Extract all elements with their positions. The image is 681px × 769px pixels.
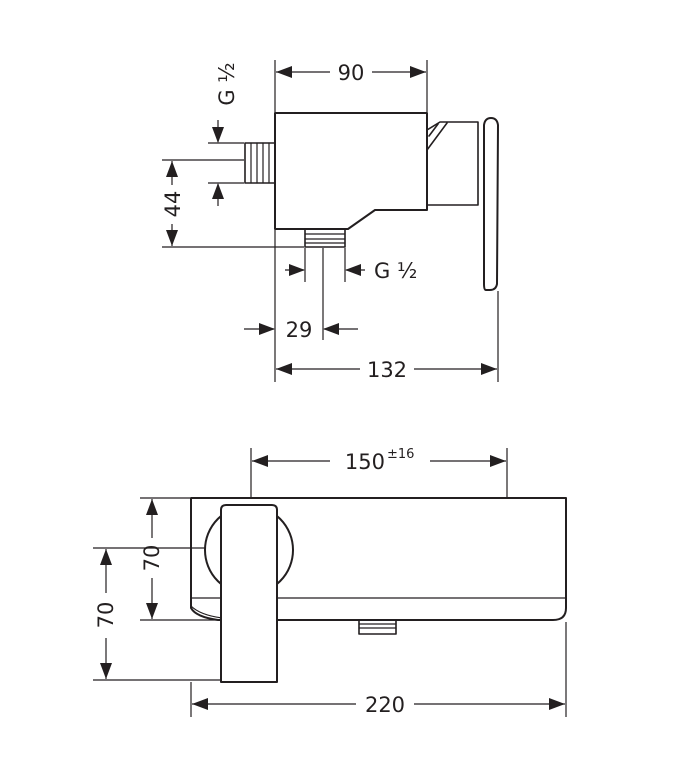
mixer-body-side bbox=[274, 112, 428, 230]
dim-depth-label: 132 bbox=[367, 358, 407, 382]
front-view: 150 ±16 70 70 220 bbox=[93, 447, 567, 717]
dim-lever-height-label: 70 bbox=[140, 545, 164, 572]
dim-height-label: 44 bbox=[161, 191, 185, 218]
inlet-connector bbox=[244, 142, 276, 184]
outlet-thread-label: G ½ bbox=[374, 259, 417, 283]
outlet-connector bbox=[304, 228, 346, 248]
lever-side bbox=[426, 117, 499, 291]
dim-outlet-thread: G ½ bbox=[285, 259, 417, 283]
dim-centers-tolerance: ±16 bbox=[387, 447, 414, 462]
dim-centers-150: 150 ±16 bbox=[252, 447, 506, 474]
side-view: 90 G ½ 44 G ½ bbox=[161, 60, 499, 382]
dim-offset-label: 29 bbox=[286, 318, 313, 342]
dim-width-90: 90 bbox=[276, 61, 426, 85]
dim-width-label: 90 bbox=[338, 61, 365, 85]
dim-offset-29: 29 bbox=[244, 318, 358, 342]
mixer-body-front bbox=[190, 497, 567, 621]
outlet-nozzle bbox=[358, 619, 397, 635]
dim-outlet-height-70: 70 bbox=[94, 549, 118, 679]
dim-inlet-thread: G ½ bbox=[212, 62, 239, 206]
dim-width-220-label: 220 bbox=[365, 693, 405, 717]
dim-width-220: 220 bbox=[192, 693, 565, 717]
dim-height-44: 44 bbox=[161, 161, 185, 246]
lever-front bbox=[220, 504, 278, 683]
dim-depth-132: 132 bbox=[276, 358, 497, 382]
dim-centers-label: 150 bbox=[345, 450, 385, 474]
dim-outlet-height-label: 70 bbox=[94, 602, 118, 629]
dim-lever-height-70: 70 bbox=[140, 499, 164, 619]
inlet-thread-label: G ½ bbox=[215, 62, 239, 105]
